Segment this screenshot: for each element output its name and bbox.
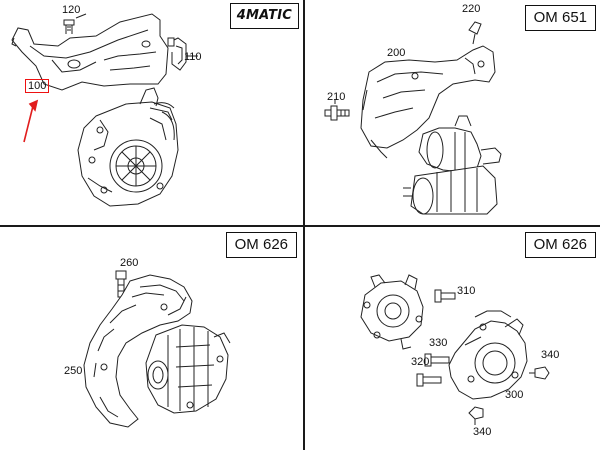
- callout-110[interactable]: 110: [184, 51, 202, 63]
- callout-330[interactable]: 330: [429, 337, 448, 349]
- red-arrow: [24, 101, 37, 142]
- alternator-bracket-illustration: [0, 0, 303, 225]
- alternator-shield-illustration: [0, 227, 303, 450]
- panel-bottom-right: OM 626 310 330 340 320 300 340: [305, 227, 600, 450]
- callout-310[interactable]: 310: [457, 285, 476, 297]
- callout-200[interactable]: 200: [387, 47, 406, 59]
- callout-220[interactable]: 220: [462, 3, 481, 15]
- callout-260[interactable]: 260: [120, 257, 139, 269]
- panel-top-left: 4MATIC 120 110 100: [0, 0, 303, 225]
- callout-340-right[interactable]: 340: [541, 349, 560, 361]
- engine-badge: OM 651: [524, 5, 596, 31]
- pump-shield-illustration: [305, 227, 600, 450]
- panel-top-right: OM 651 220 200 210: [305, 0, 600, 225]
- callout-210[interactable]: 210: [327, 91, 346, 103]
- engine-badge: OM 626: [225, 232, 297, 258]
- callout-250[interactable]: 250: [64, 365, 83, 377]
- starter-bracket-illustration: [305, 0, 600, 225]
- horizontal-divider: [0, 225, 600, 227]
- panel-bottom-left: OM 626 260 250: [0, 227, 303, 450]
- callout-300[interactable]: 300: [505, 389, 524, 401]
- callout-120[interactable]: 120: [62, 4, 81, 16]
- engine-badge: OM 626: [524, 232, 596, 258]
- engine-badge: 4MATIC: [229, 3, 299, 29]
- callout-320[interactable]: 320: [411, 356, 430, 368]
- callout-340-bottom[interactable]: 340: [473, 426, 492, 438]
- callout-100-highlighted[interactable]: 100: [25, 79, 50, 93]
